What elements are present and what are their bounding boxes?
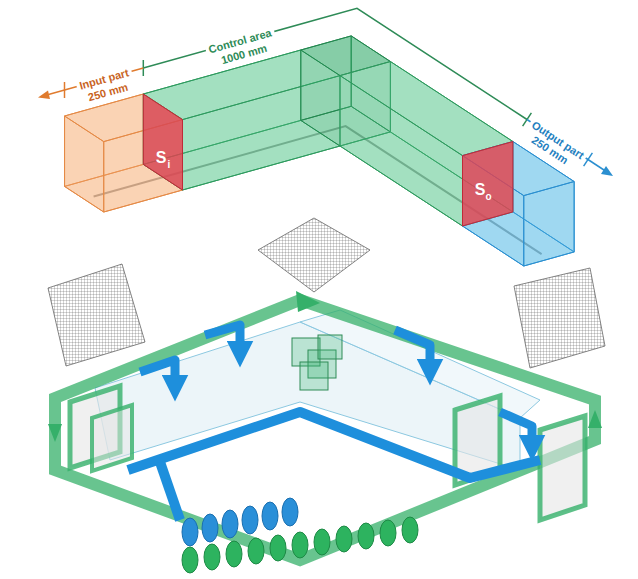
cube-cluster (292, 335, 342, 390)
section-subscript: i (168, 159, 171, 170)
outlet-section (463, 142, 513, 226)
section-subscript: o (485, 191, 491, 202)
inlet-section (143, 94, 182, 190)
input-box (65, 94, 183, 212)
mesh-view (48, 218, 605, 368)
green-cylinders (182, 517, 418, 573)
section-symbol: S (475, 181, 486, 199)
dimension-line (38, 8, 613, 176)
section-symbol: S (156, 149, 167, 167)
blue-flow (128, 325, 540, 520)
green-loop (48, 291, 602, 560)
duct-flow-line (94, 126, 542, 324)
control-duct (340, 62, 513, 226)
